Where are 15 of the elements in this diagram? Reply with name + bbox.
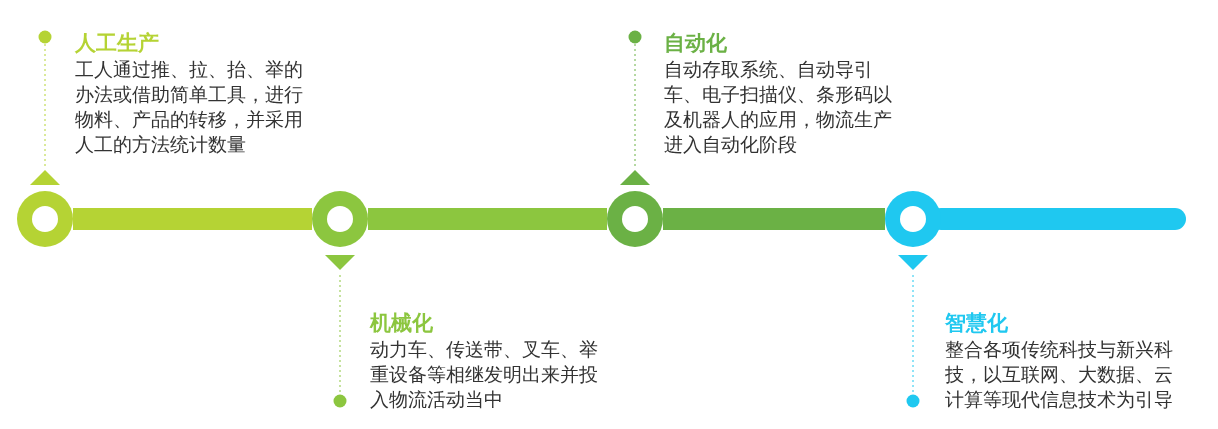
stage-description: 动力车、传送带、叉车、举重设备等相继发明出来并投入物流活动当中 xyxy=(370,337,599,412)
timeline-ring xyxy=(312,191,368,247)
stage-title: 智慧化 xyxy=(945,310,1009,337)
stage-title: 人工生产 xyxy=(75,30,160,57)
timeline-bar xyxy=(663,208,885,230)
stage-description: 工人通过推、拉、抬、举的办法或借助简单工具，进行物料、产品的转移，并采用人工的方法统计数量 xyxy=(75,57,304,157)
stage-description: 整合各项传统科技与新兴科技，以互联网、大数据、云计算等现代信息技术为引导 xyxy=(945,337,1174,412)
timeline-ring xyxy=(607,191,663,247)
timeline-bar xyxy=(73,208,312,230)
timeline-bar xyxy=(368,208,607,230)
timeline-ring xyxy=(17,191,73,247)
stage-title: 自动化 xyxy=(664,30,728,57)
stage-description: 自动存取系统、自动导引车、电子扫描仪、条形码以及机器人的应用，物流生产进入自动化阶段 xyxy=(664,57,893,157)
stage-title: 机械化 xyxy=(370,310,434,337)
timeline-ring xyxy=(885,191,941,247)
